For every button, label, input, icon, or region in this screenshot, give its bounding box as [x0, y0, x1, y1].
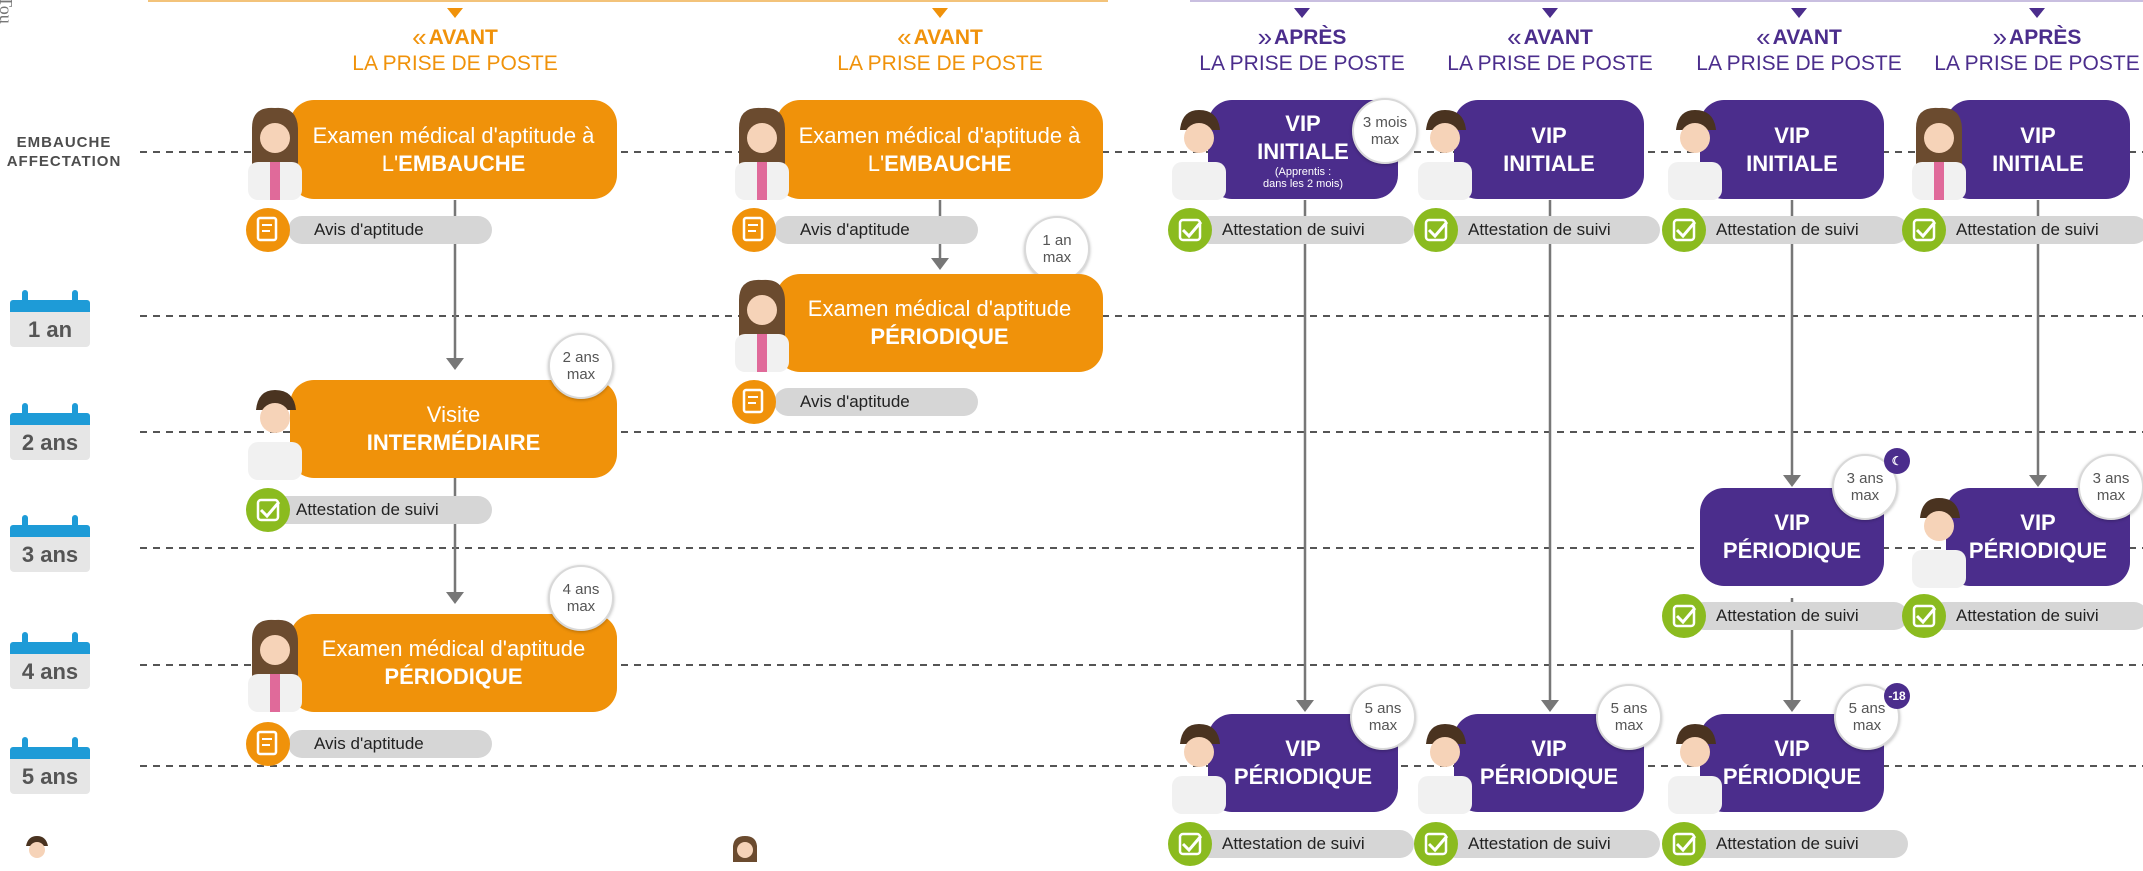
form-edit-icon	[732, 380, 776, 424]
doctor-woman-icon	[735, 279, 789, 372]
header-col1: «AVANT LA PRISE DE POSTE	[340, 8, 570, 78]
box-c4-vip-periodique: VIP PÉRIODIQUE	[1454, 714, 1644, 812]
box-c3-vip-periodique: VIP PÉRIODIQUE	[1208, 714, 1398, 812]
doctor-man-icon	[1912, 498, 1966, 588]
doctor-woman-small-icon	[733, 836, 757, 862]
minus18-badge: -18	[1884, 683, 1910, 709]
doctor-man-small-icon	[26, 836, 48, 858]
box-c1-visit: Visite INTERMÉDIAIRE	[290, 380, 617, 478]
header-rule-orange	[148, 0, 1108, 2]
arrow-head	[1541, 700, 1559, 712]
box-c4-vip-initiale: VIP INITIALE	[1454, 100, 1644, 199]
tag-c3-attestation-2: Attestation de suivi	[1196, 830, 1414, 858]
box-c1-periodic-exam: Examen médical d'aptitude PÉRIODIQUE	[290, 614, 617, 712]
tag-c1-attestation: Attestation de suivi	[270, 496, 492, 524]
form-edit-icon	[246, 722, 290, 766]
tag-c1-avis-1: Avis d'aptitude	[288, 216, 492, 244]
arrow-head	[2029, 475, 2047, 487]
box-c2-periodic-exam: Examen médical d'aptitude PÉRIODIQUE	[776, 274, 1103, 372]
arrow-head	[446, 592, 464, 604]
calendar-2ans-icon: 2 ans	[10, 403, 90, 460]
check-icon	[1902, 594, 1946, 638]
check-icon	[1414, 208, 1458, 252]
tag-c5-attestation-3: Attestation de suivi	[1690, 830, 1908, 858]
arrow-head	[1783, 700, 1801, 712]
tag-c4-attestation-1: Attestation de suivi	[1442, 216, 1660, 244]
form-edit-icon	[246, 208, 290, 252]
header-col3: »APRÈS LA PRISE DE POSTE	[1187, 8, 1417, 78]
tag-c6-attestation-1: Attestation de suivi	[1930, 216, 2143, 244]
check-icon	[1168, 208, 1212, 252]
tag-c1-avis-2: Avis d'aptitude	[288, 730, 492, 758]
header-col2: «AVANT LA PRISE DE POSTE	[825, 8, 1055, 78]
doctor-man-icon	[248, 390, 302, 480]
tag-c5-attestation-2: Attestation de suivi	[1690, 602, 1908, 630]
doctor-man-icon	[1668, 110, 1722, 200]
form-edit-icon	[732, 208, 776, 252]
header-col5: «AVANT LA PRISE DE POSTE	[1684, 8, 1914, 78]
tag-c2-avis-2: Avis d'aptitude	[774, 388, 978, 416]
tag-c2-avis-1: Avis d'aptitude	[774, 216, 978, 244]
calendar-4ans-icon: 4 ans	[10, 632, 90, 689]
doctor-woman-icon	[248, 107, 302, 200]
check-icon	[1662, 822, 1706, 866]
doctor-woman-icon	[248, 619, 302, 712]
arrow-head	[931, 258, 949, 270]
calendar-1an-icon: 1 an	[10, 290, 90, 347]
arrow-head	[1783, 475, 1801, 487]
tag-c3-attestation-1: Attestation de suivi	[1196, 216, 1414, 244]
doctor-man-icon	[1172, 110, 1226, 200]
box-c6-vip-initiale: VIP INITIALE	[1946, 100, 2130, 199]
check-icon	[1902, 208, 1946, 252]
tag-c6-attestation-2: Attestation de suivi	[1930, 602, 2143, 630]
header-col6: »APRÈS LA PRISE DE POSTE	[1922, 8, 2143, 78]
arrow-head	[446, 358, 464, 370]
box-c5-vip-periodique-5ans: VIP PÉRIODIQUE	[1700, 714, 1884, 812]
doctor-man-icon	[1172, 724, 1226, 814]
header-col4: «AVANT LA PRISE DE POSTE	[1435, 8, 1665, 78]
doctor-man-icon	[1418, 724, 1472, 814]
box-c1-hire-exam: Examen médical d'aptitude à L'EMBAUCHE	[290, 100, 617, 199]
night-work-icon: ☾	[1884, 448, 1910, 474]
doctor-woman-icon	[735, 107, 789, 200]
doctor-woman-icon	[1912, 107, 1966, 200]
check-icon	[1662, 208, 1706, 252]
arrow-head	[1296, 700, 1314, 712]
header-rule-purple	[1190, 0, 2143, 2]
calendar-5ans-icon: 5 ans	[10, 737, 90, 794]
calendar-3ans-icon: 3 ans	[10, 515, 90, 572]
tag-c5-attestation-1: Attestation de suivi	[1690, 216, 1908, 244]
check-icon	[1168, 822, 1212, 866]
check-icon	[1414, 822, 1458, 866]
tag-c4-attestation-2: Attestation de suivi	[1442, 830, 1660, 858]
doctor-man-icon	[1668, 724, 1722, 814]
row-label-hire: EMBAUCHE AFFECTATION	[6, 134, 122, 170]
check-icon	[246, 488, 290, 532]
box-c2-hire-exam: Examen médical d'aptitude à L'EMBAUCHE	[776, 100, 1103, 199]
box-c5-vip-initiale: VIP INITIALE	[1700, 100, 1884, 199]
check-icon	[1662, 594, 1706, 638]
doctor-man-icon	[1418, 110, 1472, 200]
